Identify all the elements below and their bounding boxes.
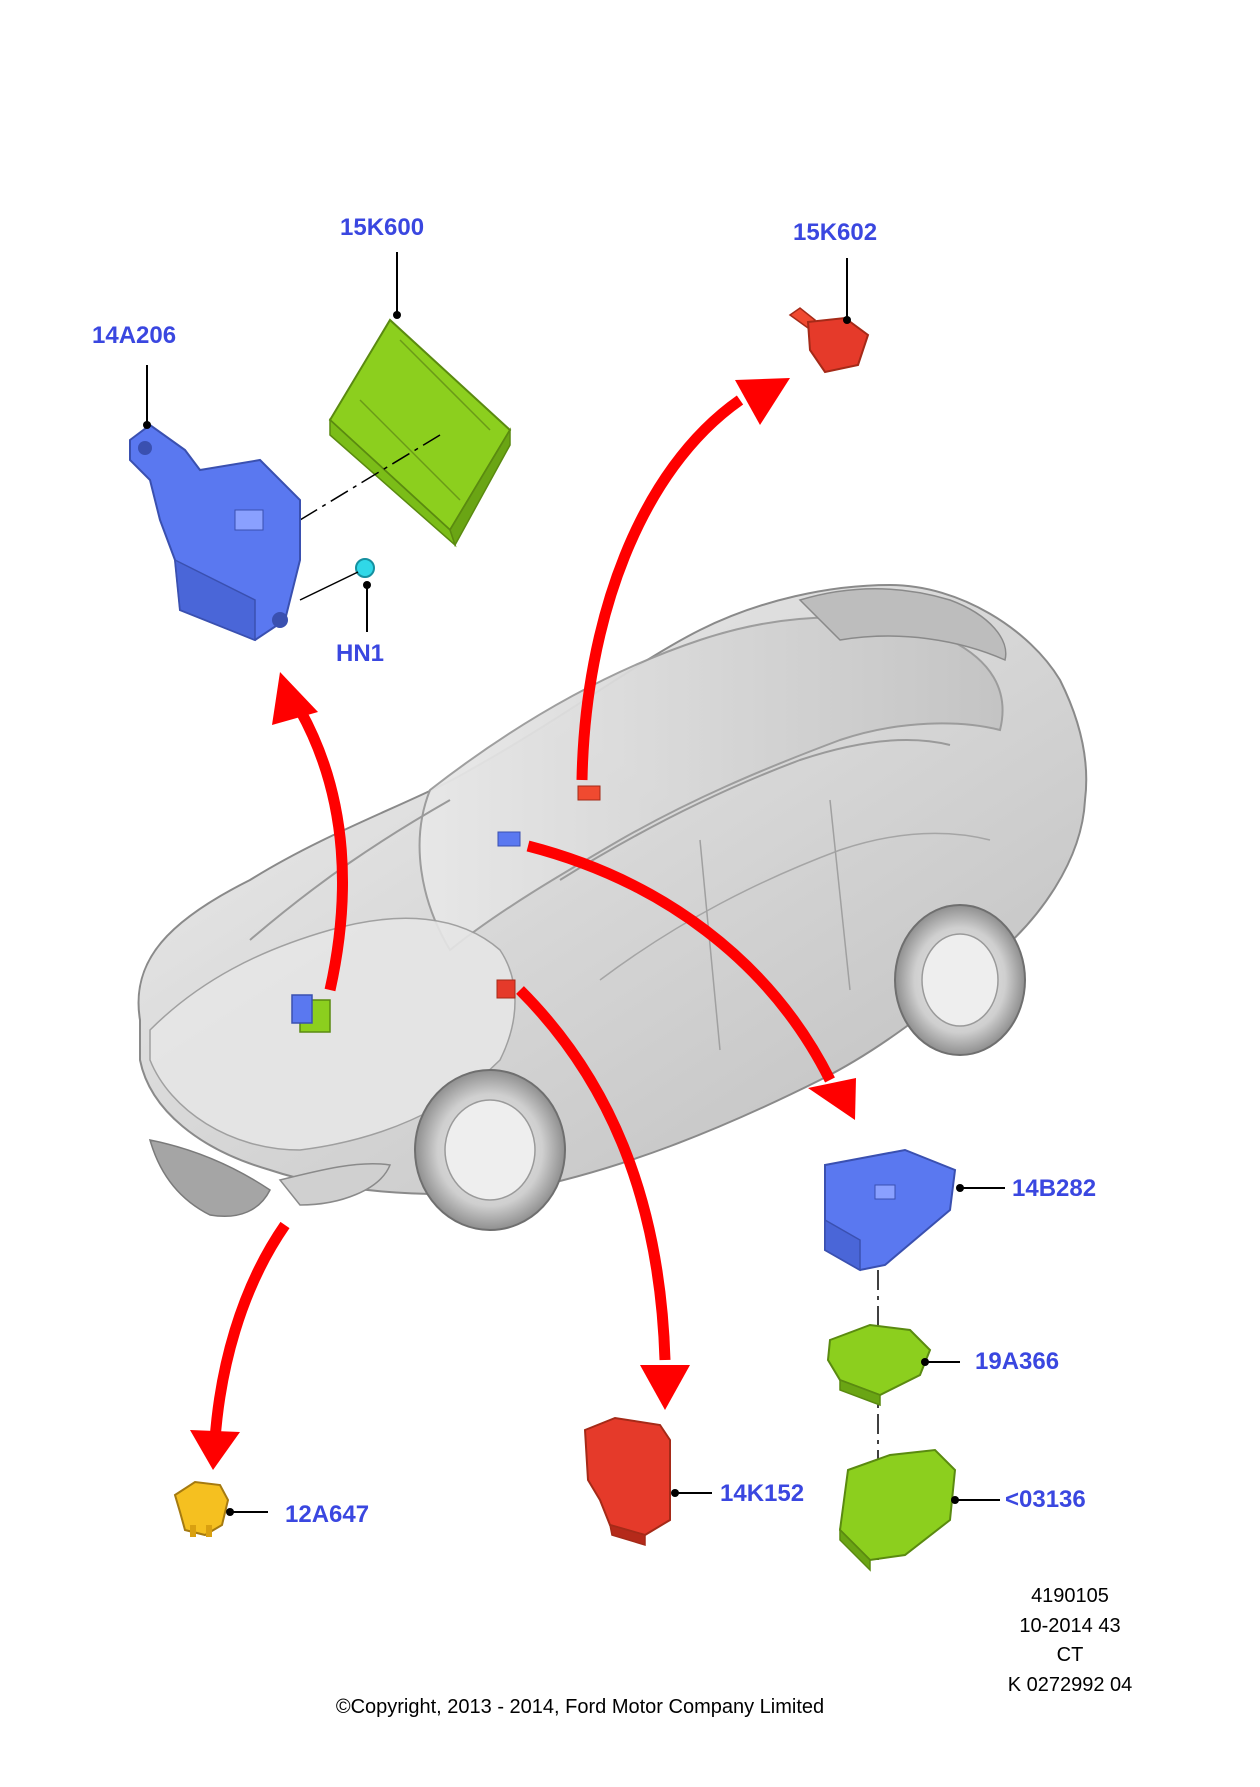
label-03136: <03136 — [1005, 1486, 1086, 1513]
leader-dot-15K600 — [393, 311, 401, 319]
arrow-to-15K602 — [576, 378, 790, 781]
part-19A366-module — [826, 1323, 932, 1407]
on-car-module-blue — [497, 831, 521, 847]
arrow-to-12A647 — [190, 1221, 290, 1470]
leader-dot-15K602 — [843, 316, 851, 324]
car-rear-wheel — [894, 904, 1026, 1056]
part-HN1-nut — [299, 558, 375, 601]
leader-dot-HN1 — [363, 581, 371, 589]
label-15K600: 15K600 — [340, 214, 425, 241]
on-car-sensor-orange — [577, 785, 601, 801]
label-19A366: 19A366 — [975, 1348, 1060, 1375]
ref-line-2: 10-2014 43 — [1019, 1615, 1121, 1637]
arrow-to-14B282 — [526, 840, 856, 1120]
car-body — [137, 583, 1088, 1217]
part-12A647-connector — [173, 1480, 230, 1537]
on-car-bracket-blue — [291, 994, 313, 1024]
leader-dot-14A206 — [143, 421, 151, 429]
ref-line-1: 4190105 — [1031, 1585, 1109, 1607]
label-14B282: 14B282 — [1012, 1175, 1097, 1202]
label-HN1: HN1 — [336, 640, 385, 667]
leader-dot-12A647 — [226, 1508, 234, 1516]
car-front-wheel — [414, 1069, 566, 1231]
label-12A647: 12A647 — [285, 1501, 370, 1528]
arrow-to-14K152 — [516, 986, 690, 1410]
ref-line-4: K 0272992 04 — [1007, 1674, 1133, 1696]
label-14A206: 14A206 — [92, 322, 177, 349]
arrow-to-14A206 — [272, 672, 348, 992]
copyright-notice: ©Copyright, 2013 - 2014, Ford Motor Comp… — [335, 1696, 825, 1718]
on-car-relay-red — [496, 979, 516, 999]
part-15K600-module — [328, 318, 512, 548]
ref-line-3: CT — [1056, 1644, 1084, 1666]
part-14A206-bracket — [129, 423, 301, 642]
label-14K152: 14K152 — [720, 1480, 805, 1507]
centerline-15K600-14A206 — [299, 434, 441, 521]
part-14K152-relay — [583, 1416, 671, 1547]
label-15K602: 15K602 — [793, 219, 878, 246]
leader-dot-03136 — [951, 1496, 959, 1504]
leader-dot-14B282 — [956, 1184, 964, 1192]
part-14B282-module — [824, 1148, 957, 1272]
leader-dot-19A366 — [921, 1358, 929, 1366]
part-03136-cover — [838, 1448, 957, 1572]
part-15K602-sensor — [788, 307, 870, 374]
leader-dot-14K152 — [671, 1489, 679, 1497]
